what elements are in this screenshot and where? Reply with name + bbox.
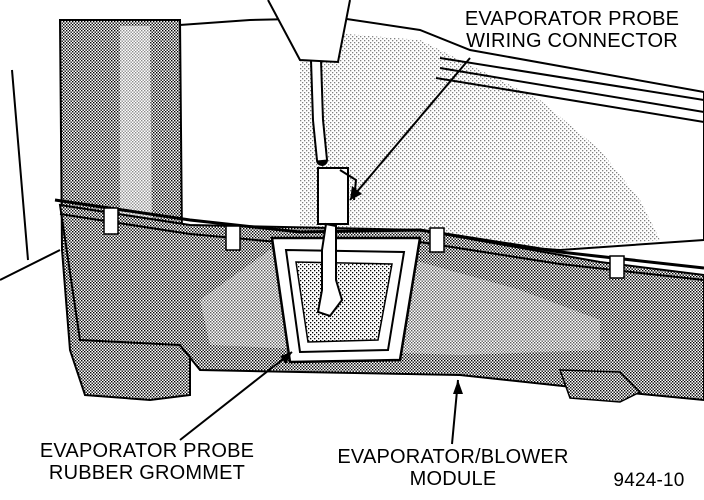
grommet-recess [295, 261, 393, 343]
dashboard-shading [300, 30, 660, 248]
leader-grommet [179, 351, 293, 441]
duct-highlight [120, 26, 152, 235]
left-wall-line [0, 69, 61, 281]
leader-module-arrow [453, 380, 463, 394]
connector-label-line2: WIRING CONNECTOR [466, 30, 678, 52]
figure-number: 9424-10 [613, 470, 685, 491]
leader-connector-arrow [350, 186, 362, 200]
module-flange [54, 198, 704, 270]
module-foot [558, 369, 642, 403]
connector-label: EVAPORATOR PROBE WIRING CONNECTOR [446, 8, 698, 52]
wiring-connector [317, 167, 349, 225]
grommet-label-line1: EVAPORATOR PROBE [39, 440, 255, 462]
cable-upper-tube [267, 0, 351, 64]
grommet-label: EVAPORATOR PROBE RUBBER GROMMET [28, 440, 266, 484]
flange-clips [103, 207, 625, 279]
connector-label-line1: EVAPORATOR PROBE [464, 8, 680, 30]
leader-grommet-arrow [280, 352, 292, 364]
module-label-line2: MODULE [409, 468, 497, 490]
probe-body [316, 222, 344, 318]
module-label-line1: EVAPORATOR/BLOWER [337, 446, 569, 468]
dash-upper-rail [435, 57, 704, 123]
leader-connector [349, 57, 471, 201]
grommet-label-line2: RUBBER GROMMET [48, 462, 246, 484]
module-label: EVAPORATOR/BLOWER MODULE [322, 446, 584, 490]
